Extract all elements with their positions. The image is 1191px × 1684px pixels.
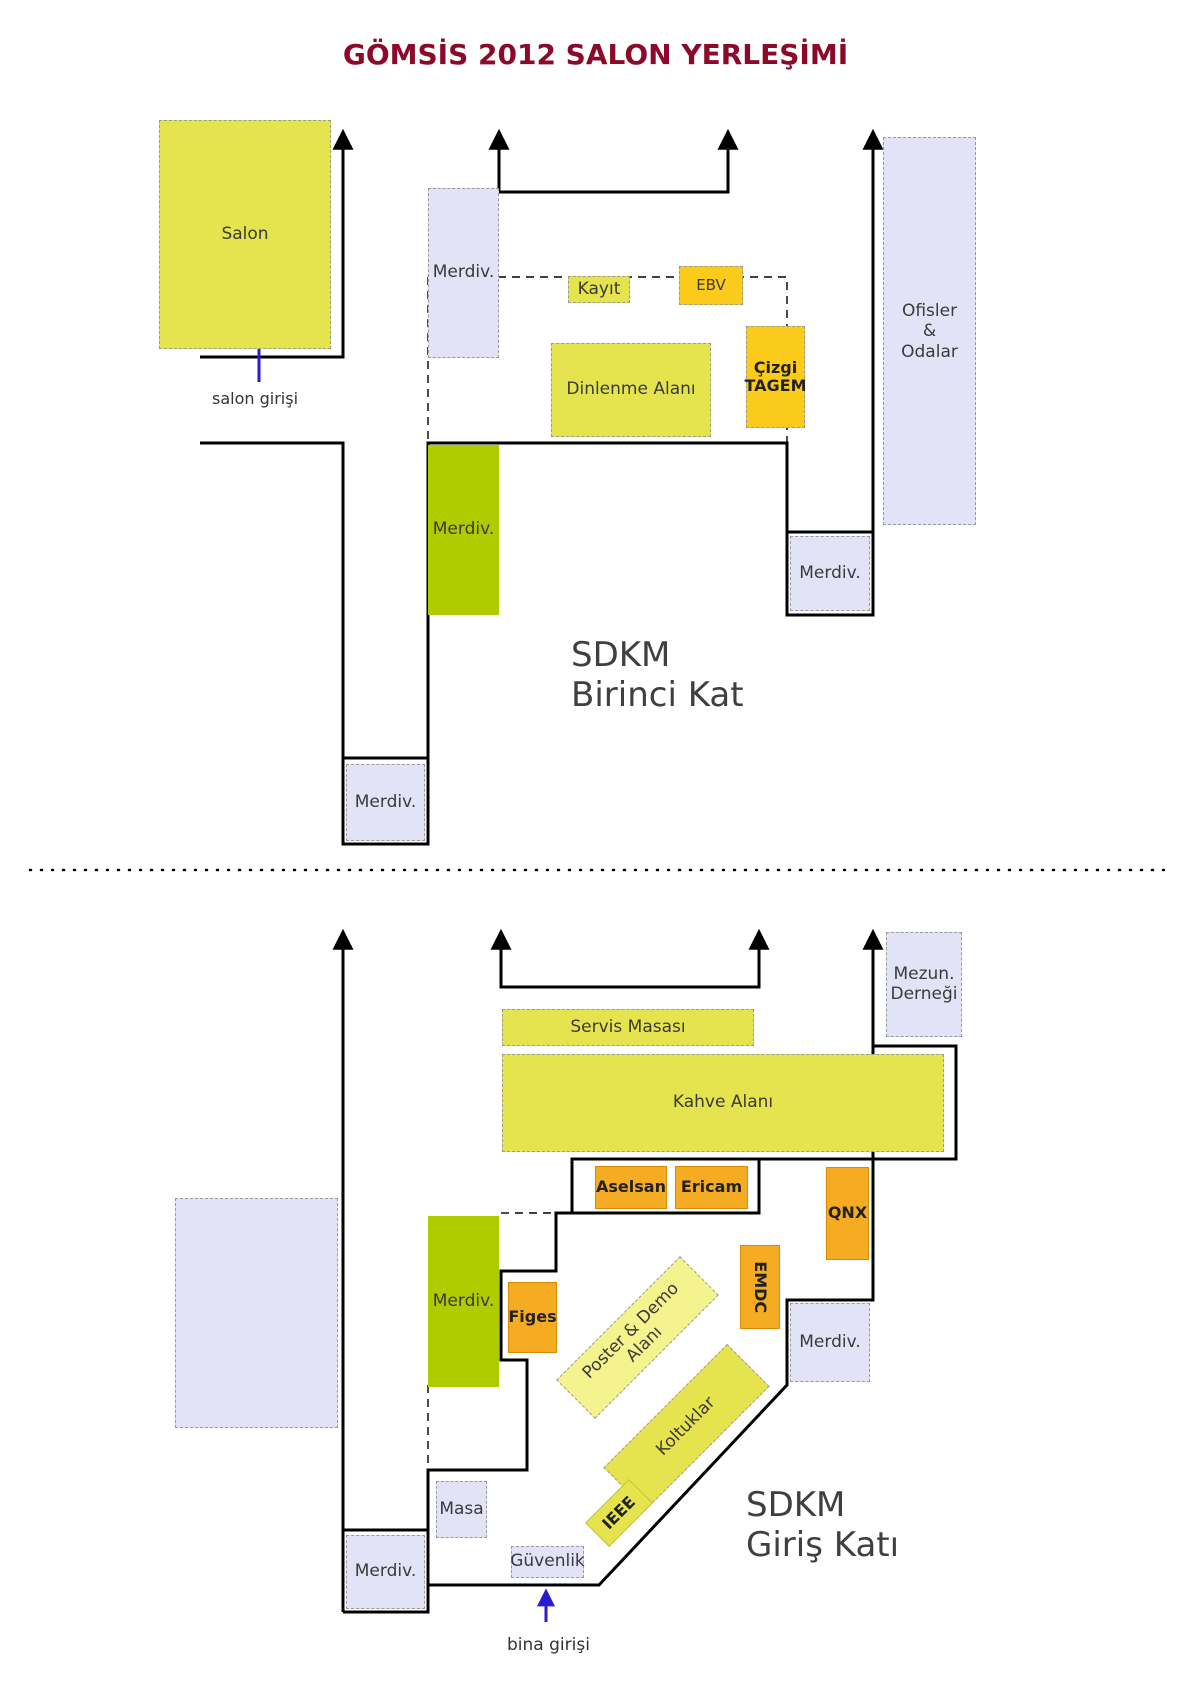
- alumni-association-room: Mezun. Derneği: [886, 932, 962, 1037]
- floor2-dashed-lines: [427, 1212, 556, 1470]
- cizgi-tagem-booth: Çizgi TAGEM: [744, 326, 807, 428]
- security-label: Güvenlik: [510, 1551, 585, 1572]
- ericam-label: Ericam: [680, 1177, 743, 1197]
- floor2-stairs-green: Merdiv.: [428, 1216, 499, 1387]
- floor2-stairs-bottom: Merdiv.: [346, 1535, 425, 1609]
- alumni-label-2: Derneği: [890, 983, 958, 1004]
- floor1-caption: SDKM Birinci Kat: [571, 635, 744, 715]
- stairs-label: Merdiv.: [432, 1290, 495, 1311]
- floor2-caption-building: SDKM: [746, 1485, 846, 1525]
- security-desk: Güvenlik: [510, 1546, 585, 1578]
- emdc-booth: EMDC: [740, 1245, 780, 1329]
- stairs-label: Merdiv.: [799, 562, 861, 583]
- lounge-area: Dinlenme Alanı: [551, 343, 711, 437]
- floor2-caption: SDKM Giriş Katı: [746, 1485, 899, 1565]
- offices-ampersand: &: [922, 321, 937, 342]
- floor1-stairs-right: Merdiv.: [790, 536, 870, 611]
- floor1-caption-building: SDKM: [571, 635, 671, 675]
- salon-label: Salon: [221, 224, 269, 244]
- ebv-booth: EBV: [679, 266, 743, 305]
- offices-label: Ofisler: [901, 301, 958, 321]
- figes-label: Figes: [508, 1307, 557, 1327]
- building-entrance-label: bina girişi: [507, 1635, 590, 1655]
- alumni-label-1: Mezun.: [893, 963, 955, 984]
- qnx-label: QNX: [827, 1203, 868, 1223]
- aselsan-booth: Aselsan: [595, 1166, 667, 1209]
- stairs-label: Merdiv.: [354, 1561, 417, 1582]
- aselsan-label: Aselsan: [596, 1177, 666, 1197]
- lounge-label: Dinlenme Alanı: [566, 379, 696, 400]
- service-desk: Servis Masası: [502, 1009, 754, 1046]
- emdc-label: EMDC: [751, 1261, 771, 1313]
- offices-rooms: Ofisler & Odalar: [883, 137, 976, 525]
- coffee-label: Kahve Alanı: [672, 1092, 774, 1113]
- floor1-stairs-upper: Merdiv.: [428, 188, 499, 358]
- registration-desk: Kayıt: [568, 276, 630, 303]
- registration-label: Kayıt: [577, 278, 621, 299]
- large-lavender-room: [175, 1198, 338, 1428]
- qnx-booth: QNX: [826, 1167, 869, 1260]
- figes-booth: Figes: [508, 1282, 557, 1353]
- desk-label: Masa: [439, 1498, 484, 1519]
- floor1-stairs-bottom: Merdiv.: [346, 764, 425, 841]
- coffee-area: Kahve Alanı: [502, 1054, 944, 1152]
- rooms-label: Odalar: [901, 341, 958, 362]
- tagem-label: TAGEM: [744, 376, 807, 395]
- salon-room: Salon: [159, 120, 331, 349]
- floor2-stairs-right: Merdiv.: [790, 1303, 870, 1382]
- ebv-label: EBV: [696, 275, 726, 294]
- floor1-caption-floor: Birinci Kat: [571, 675, 744, 716]
- salon-entrance-label: salon girişi: [212, 389, 299, 408]
- floor2-caption-floor: Giriş Katı: [746, 1525, 900, 1566]
- info-desk: Masa: [436, 1481, 487, 1538]
- stairs-label: Merdiv.: [432, 519, 495, 540]
- cizgi-label: Çizgi: [753, 357, 798, 377]
- floor1-stairs-green: Merdiv.: [428, 445, 499, 615]
- page-title: GÖMSİS 2012 SALON YERLEŞİMİ: [342, 38, 849, 71]
- stairs-label: Merdiv.: [432, 262, 495, 283]
- floor1-walls: [200, 128, 884, 846]
- stairs-label: Merdiv.: [799, 1331, 861, 1352]
- service-desk-label: Servis Masası: [570, 1016, 686, 1037]
- stairs-label: Merdiv.: [354, 791, 417, 812]
- floor2-walls: [332, 928, 958, 1614]
- ericam-booth: Ericam: [675, 1166, 748, 1209]
